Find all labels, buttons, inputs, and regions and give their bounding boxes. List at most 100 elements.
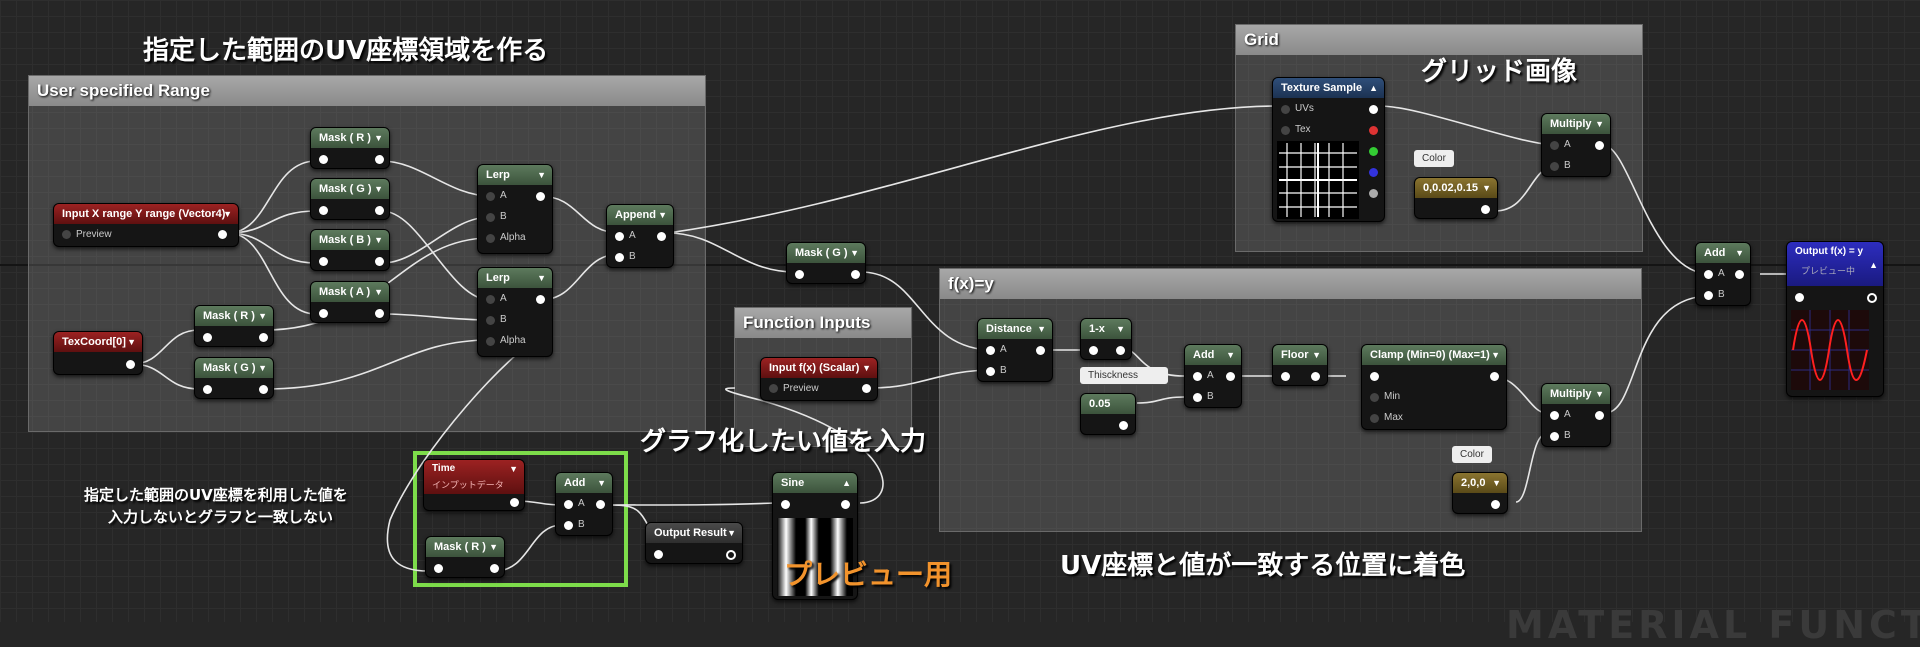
pin[interactable] (986, 346, 995, 355)
pin[interactable] (319, 206, 328, 215)
pin[interactable] (1370, 372, 1379, 381)
pin[interactable] (1481, 205, 1490, 214)
pin[interactable] (1116, 346, 1125, 355)
pin[interactable] (319, 155, 328, 164)
node-lerp1[interactable]: Lerp▼ A B Alpha (477, 164, 553, 254)
pin[interactable] (1369, 105, 1378, 114)
pin[interactable] (486, 234, 495, 243)
node-add-time[interactable]: Add▼ A B (555, 472, 613, 536)
node-input-fx[interactable]: Input f(x) (Scalar)▼ Preview (760, 357, 878, 401)
pin[interactable] (1595, 141, 1604, 150)
pin[interactable] (1369, 168, 1378, 177)
pin[interactable] (62, 230, 71, 239)
pin[interactable] (615, 232, 624, 241)
node-output-result[interactable]: Output Result▼ (645, 522, 743, 564)
pin[interactable] (1193, 372, 1202, 381)
pin[interactable] (1704, 291, 1713, 300)
node-floor[interactable]: Floor▼ (1272, 344, 1328, 386)
node-mask-b1[interactable]: Mask ( B )▼ (310, 229, 390, 271)
pin[interactable] (375, 155, 384, 164)
pin[interactable] (486, 337, 495, 346)
pin[interactable] (536, 192, 545, 201)
node-multiply-1[interactable]: Multiply▼ A B (1541, 113, 1611, 177)
pin[interactable] (486, 295, 495, 304)
pin[interactable] (375, 257, 384, 266)
pin[interactable] (1550, 141, 1559, 150)
pin[interactable] (564, 521, 573, 530)
pin[interactable] (654, 550, 663, 559)
node-color-2[interactable]: 2,0,0▼ (1452, 472, 1508, 514)
pin[interactable] (510, 498, 519, 507)
pin[interactable] (1226, 372, 1235, 381)
pin[interactable] (1704, 270, 1713, 279)
node-sine[interactable]: Sine▲ (772, 472, 858, 600)
pin[interactable] (1119, 421, 1128, 430)
node-lerp2[interactable]: Lerp▼ A B Alpha (477, 267, 553, 357)
pin[interactable] (1036, 346, 1045, 355)
pin[interactable] (375, 309, 384, 318)
node-texture-sample[interactable]: Texture Sample▲ UVs Tex (1272, 77, 1385, 222)
pin[interactable] (862, 384, 871, 393)
pin[interactable] (1370, 414, 1379, 423)
node-append[interactable]: Append▼ A B (606, 204, 674, 268)
pin[interactable] (319, 257, 328, 266)
pin[interactable] (126, 360, 135, 369)
pin[interactable] (1735, 270, 1744, 279)
pin[interactable] (1370, 393, 1379, 402)
pin[interactable] (564, 500, 573, 509)
pin[interactable] (795, 270, 804, 279)
node-add-1[interactable]: Add▼ A B (1184, 344, 1242, 408)
pin[interactable] (726, 550, 736, 560)
node-mask-r1[interactable]: Mask ( R )▼ (310, 127, 390, 169)
pin[interactable] (657, 232, 666, 241)
pin[interactable] (986, 367, 995, 376)
pin[interactable] (434, 564, 443, 573)
pin[interactable] (259, 333, 268, 342)
node-add-final[interactable]: Add▼ A B (1695, 242, 1751, 306)
pin[interactable] (841, 500, 850, 509)
pin[interactable] (1595, 411, 1604, 420)
node-mask-g2[interactable]: Mask ( G )▼ (194, 357, 274, 399)
node-mask-g3[interactable]: Mask ( G )▼ (786, 242, 866, 284)
pin[interactable] (1281, 105, 1290, 114)
pin[interactable] (486, 192, 495, 201)
node-one-minus[interactable]: 1-x▼ (1080, 318, 1132, 360)
pin[interactable] (615, 253, 624, 262)
pin[interactable] (203, 385, 212, 394)
node-clamp[interactable]: Clamp (Min=0) (Max=1)▼ Min Max (1361, 344, 1507, 430)
pin[interactable] (851, 270, 860, 279)
pin[interactable] (1491, 500, 1500, 509)
pin[interactable] (1193, 393, 1202, 402)
pin[interactable] (596, 500, 605, 509)
pin[interactable] (218, 230, 227, 239)
node-multiply-2[interactable]: Multiply▼ A B (1541, 383, 1611, 447)
pin[interactable] (375, 206, 384, 215)
node-input-range[interactable]: Input X range Y range (Vector4)▼ Preview (53, 203, 239, 247)
pin[interactable] (259, 385, 268, 394)
node-time[interactable]: Time インプットデータ ▼ (423, 459, 525, 511)
pin[interactable] (319, 309, 328, 318)
pin[interactable] (1311, 372, 1320, 381)
pin[interactable] (490, 564, 499, 573)
pin[interactable] (1281, 126, 1290, 135)
pin[interactable] (769, 384, 778, 393)
pin[interactable] (1089, 346, 1098, 355)
pin[interactable] (1550, 162, 1559, 171)
pin[interactable] (203, 333, 212, 342)
pin[interactable] (1369, 189, 1378, 198)
pin[interactable] (1550, 432, 1559, 441)
node-mask-r3[interactable]: Mask ( R )▼ (425, 536, 505, 578)
pin[interactable] (1550, 411, 1559, 420)
pin[interactable] (536, 295, 545, 304)
pin[interactable] (486, 316, 495, 325)
node-distance[interactable]: Distance▼ A B (977, 318, 1053, 382)
node-mask-g1[interactable]: Mask ( G )▼ (310, 178, 390, 220)
node-mask-a1[interactable]: Mask ( A )▼ (310, 281, 390, 323)
pin[interactable] (486, 213, 495, 222)
node-thickness[interactable]: 0.05 (1080, 393, 1136, 435)
pin[interactable] (1795, 293, 1804, 302)
pin[interactable] (1281, 372, 1290, 381)
node-texcoord[interactable]: TexCoord[0]▼ (53, 331, 143, 375)
node-color-1[interactable]: 0,0.02,0.15▼ (1414, 177, 1498, 219)
pin[interactable] (1867, 293, 1877, 303)
